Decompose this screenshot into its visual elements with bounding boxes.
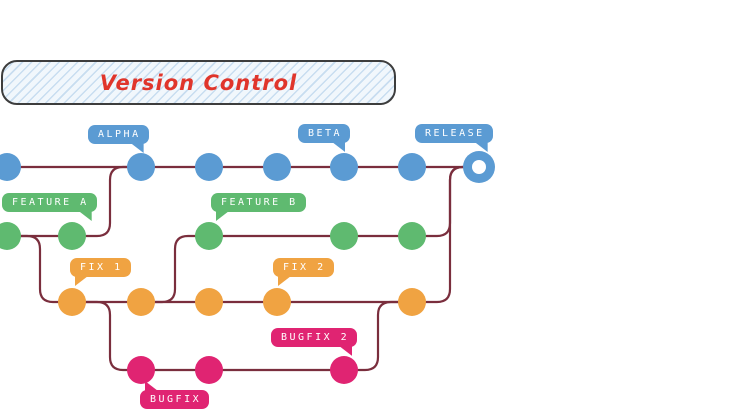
tag-label: BUGFIX 2 xyxy=(281,332,350,343)
edge-bugfix-branch-off xyxy=(70,300,143,372)
commit-node-bugfix-2[interactable] xyxy=(127,356,155,384)
commit-node-fix-3[interactable] xyxy=(195,288,223,316)
commit-node-bugfix-3[interactable] xyxy=(195,356,223,384)
bubble-tail xyxy=(145,381,158,391)
release-ring-hole xyxy=(472,160,486,174)
edge-feature-b-branch-off xyxy=(139,234,211,304)
commit-node-main-2[interactable] xyxy=(127,153,155,181)
tag-label: FIX 2 xyxy=(283,262,326,273)
tag-label: FIX 1 xyxy=(80,262,123,273)
edge-fix-merge-release xyxy=(410,165,481,304)
diagram-title: Version Control xyxy=(99,70,298,95)
tag-bubble-feature-b[interactable]: FEATURE B xyxy=(211,193,306,221)
commit-node-fix-2[interactable] xyxy=(127,288,155,316)
bubble-tail xyxy=(130,143,144,153)
tag-bubble-release[interactable]: RELEASE xyxy=(415,124,493,152)
commit-node-main-6[interactable] xyxy=(398,153,426,181)
tag-bubble-fix-1[interactable]: FIX 1 xyxy=(70,258,131,286)
commit-node-fix-4[interactable] xyxy=(263,288,291,316)
tag-label: RELEASE xyxy=(425,128,485,139)
commit-node-main-3[interactable] xyxy=(195,153,223,181)
tag-bubble-feature-a[interactable]: FEATURE A xyxy=(2,193,97,221)
tag-label: BUGFIX xyxy=(150,394,202,405)
commit-node-main-4[interactable] xyxy=(263,153,291,181)
tag-label: FEATURE A xyxy=(12,197,89,208)
tag-label: FEATURE B xyxy=(221,197,298,208)
bubble-tail xyxy=(216,211,229,221)
bubble-tail xyxy=(339,346,353,356)
commit-node-feature-1[interactable] xyxy=(58,222,86,250)
commit-node-feature-5[interactable] xyxy=(330,222,358,250)
commit-node-fix-6[interactable] xyxy=(398,288,426,316)
tag-bubble-fix-2[interactable]: FIX 2 xyxy=(273,258,334,286)
bubble-tail xyxy=(78,211,92,221)
edge-fix-branch-off xyxy=(5,234,74,304)
commit-node-main-5[interactable] xyxy=(330,153,358,181)
tag-label: BETA xyxy=(308,128,343,139)
tag-bubble-alpha[interactable]: ALPHA xyxy=(88,125,149,153)
commit-node-fix-1[interactable] xyxy=(58,288,86,316)
tag-bubble-bugfix-2[interactable]: BUGFIX 2 xyxy=(271,328,358,356)
commit-node-bugfix-5[interactable] xyxy=(330,356,358,384)
bubble-tail xyxy=(278,276,291,286)
bubble-tail xyxy=(75,276,88,286)
tag-label: ALPHA xyxy=(98,129,141,140)
commit-node-feature-3[interactable] xyxy=(195,222,223,250)
bubble-tail xyxy=(332,142,346,152)
tag-bubble-bugfix[interactable]: BUGFIX xyxy=(140,381,210,409)
edge-bugfix-merge xyxy=(342,300,414,372)
tag-bubble-beta[interactable]: BETA xyxy=(298,124,351,152)
commit-node-feature-0[interactable] xyxy=(0,222,21,250)
commit-node-main-0[interactable] xyxy=(0,153,21,181)
title-box[interactable]: Version Control xyxy=(1,60,396,105)
bubble-tail xyxy=(474,142,488,152)
commit-node-feature-6[interactable] xyxy=(398,222,426,250)
edge-feature-a-merge xyxy=(70,165,143,238)
